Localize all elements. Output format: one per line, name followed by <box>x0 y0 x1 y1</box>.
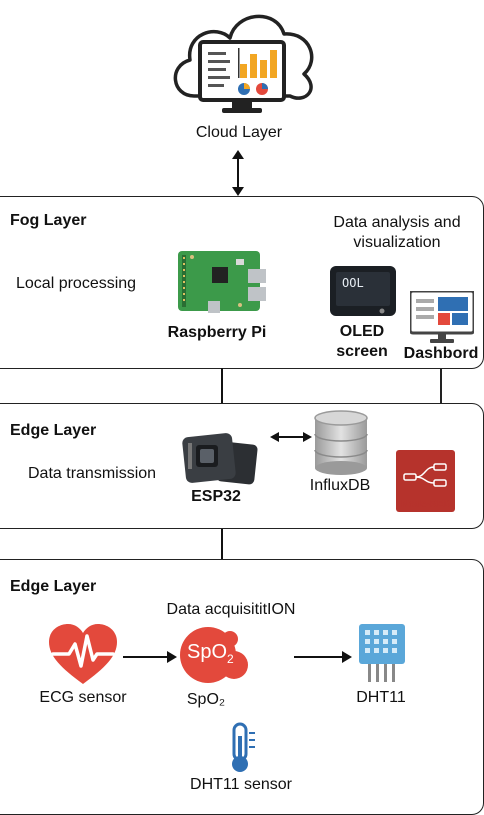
data-acquisition-label: Data acquisititION <box>166 601 296 618</box>
data-transmission-label: Data transmission <box>28 465 157 482</box>
esp32-influxdb-arrow <box>270 429 312 445</box>
edge-layer-title-1: Edge Layer <box>10 422 97 439</box>
dht11-label: DHT11 <box>356 689 406 706</box>
oled-label-line2: screen <box>336 343 388 360</box>
influxdb-label: InfluxDB <box>309 477 371 494</box>
dashboard-label: Dashbord <box>403 345 479 362</box>
cloud-icon <box>164 4 324 119</box>
ecg-sensor-label: ECG sensor <box>39 689 127 706</box>
edge-layer-acquisition-panel <box>0 559 484 815</box>
raspberry-pi-icon <box>178 249 268 317</box>
thermometer-icon <box>225 722 257 774</box>
nodered-label: Node-RED <box>401 499 451 510</box>
database-icon <box>313 410 369 476</box>
data-analysis-label-line2: visualization <box>353 234 441 251</box>
cloud-layer-label: Cloud Layer <box>195 124 283 141</box>
esp32-icon <box>182 431 258 487</box>
dht11-icon <box>357 624 407 684</box>
fog-layer-title: Fog Layer <box>10 212 87 229</box>
esp32-label: ESP32 <box>191 488 241 505</box>
heart-ecg-icon <box>47 622 119 686</box>
dht11-sensor-label: DHT11 sensor <box>190 776 292 793</box>
oled-label-line1: OLED <box>339 323 385 340</box>
local-processing-label: Local processing <box>16 275 137 292</box>
nodered-icon <box>396 450 455 512</box>
spo2-icon <box>178 625 250 685</box>
data-analysis-label-line1: Data analysis and <box>333 214 461 231</box>
dashboard-monitor-icon <box>410 291 474 345</box>
cloud-fog-arrow <box>228 150 248 196</box>
raspberry-pi-label: Raspberry Pi <box>167 324 267 341</box>
spo2-label: SpO₂ <box>186 691 226 708</box>
oled-display-text: OOL <box>342 276 364 290</box>
spo2-icon-text: SpO2 <box>187 641 234 666</box>
spo2-dht-arrow <box>294 650 352 664</box>
edge-layer-title-2: Edge Layer <box>10 578 97 595</box>
ecg-spo2-arrow <box>123 650 177 664</box>
oled-screen-icon <box>330 266 396 318</box>
